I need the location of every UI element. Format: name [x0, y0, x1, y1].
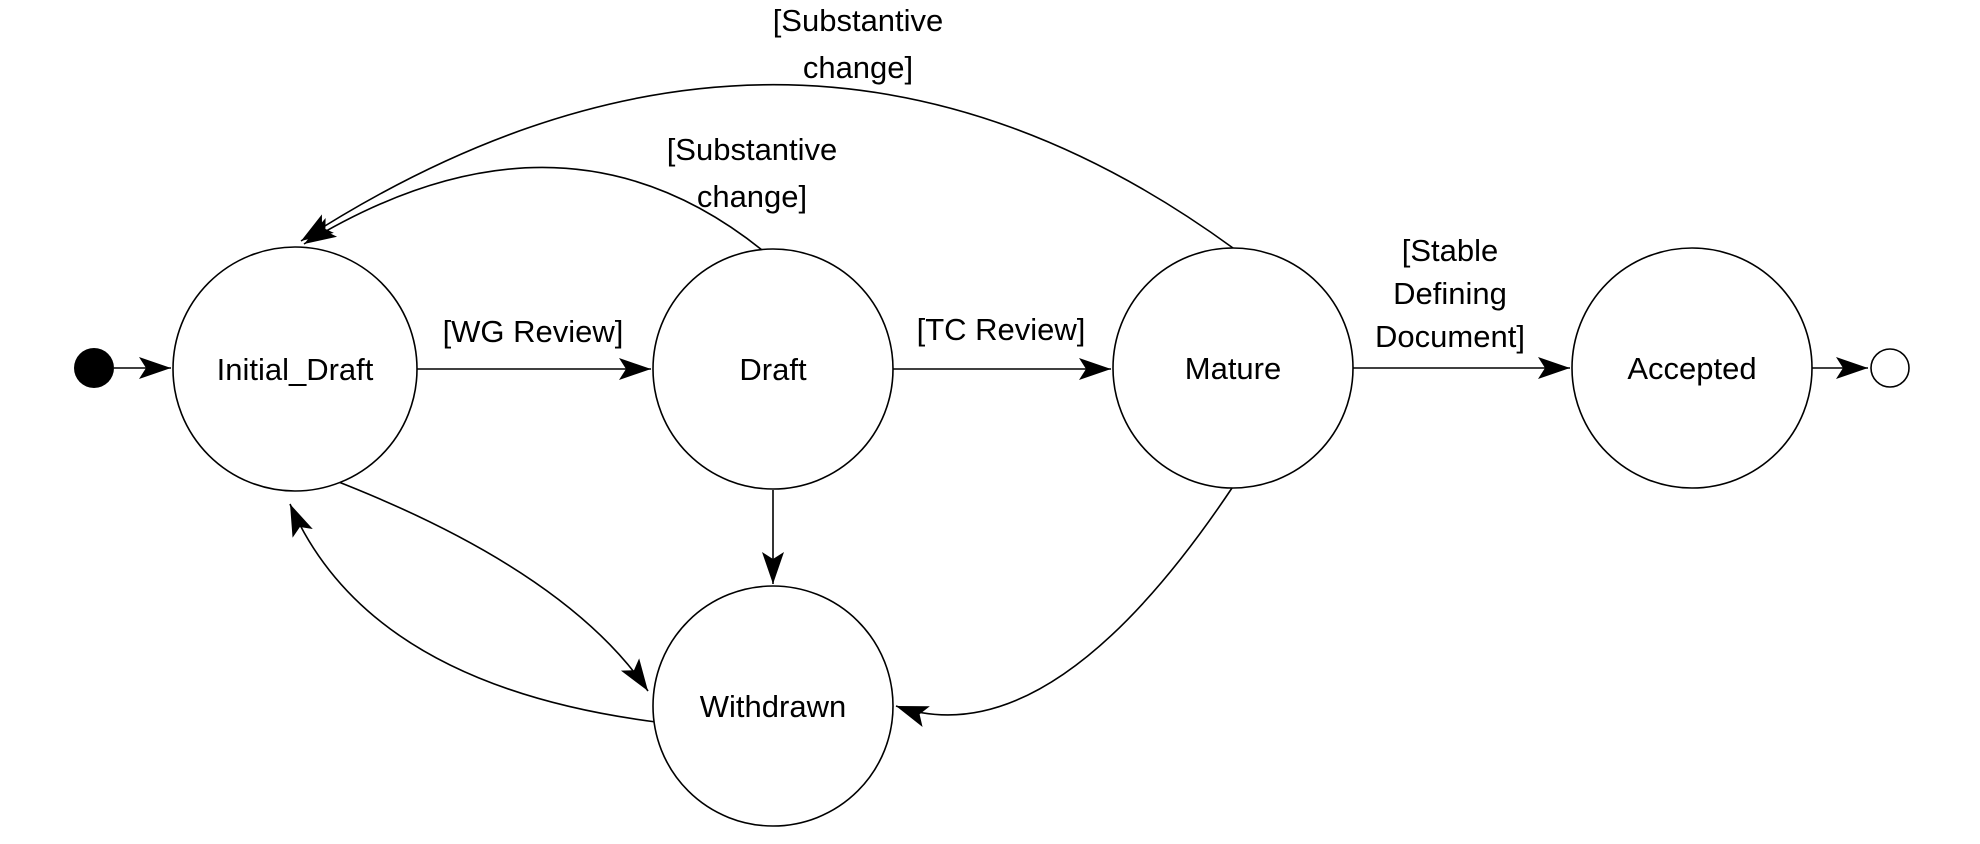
stable-label-line1: [Stable — [1402, 233, 1499, 268]
substantive-draft-line1: [Substantive — [667, 132, 838, 167]
state-label-initial-draft: Initial_Draft — [217, 352, 374, 387]
state-accepted: Accepted — [1571, 247, 1813, 489]
transition-label-tc-review: [TC Review] — [917, 312, 1086, 347]
state-label-mature: Mature — [1185, 351, 1281, 386]
state-circle-withdrawn — [652, 585, 894, 827]
transition-mature-to-initial-draft — [300, 83, 1234, 249]
initial-state-node — [74, 348, 114, 388]
state-label-withdrawn: Withdrawn — [700, 689, 846, 724]
transition-label-wg-review: [WG Review] — [443, 314, 624, 349]
state-label-accepted: Accepted — [1627, 351, 1756, 386]
transition-initial-draft-to-withdrawn — [330, 478, 649, 692]
state-circle-draft — [652, 248, 894, 490]
stable-label-line2: Defining — [1393, 276, 1507, 311]
state-draft: Draft — [652, 248, 894, 490]
substantive-draft-line2: change] — [697, 179, 807, 214]
substantive-mature-line2: change] — [803, 50, 913, 85]
state-initial-draft: Initial_Draft — [172, 246, 418, 492]
transition-draft-to-initial-draft — [303, 166, 763, 251]
transition-label-substantive-change-mature: [Substantive change] — [773, 3, 944, 85]
stable-label-line3: Document] — [1375, 319, 1525, 354]
state-withdrawn: Withdrawn — [652, 585, 894, 827]
final-state-node — [1870, 348, 1910, 388]
state-circle-accepted — [1571, 247, 1813, 489]
substantive-mature-line1: [Substantive — [773, 3, 944, 38]
transition-withdrawn-to-initial-draft — [289, 503, 657, 723]
transition-label-substantive-change-draft: [Substantive change] — [667, 132, 838, 214]
state-mature: Mature — [1112, 247, 1354, 489]
state-label-draft: Draft — [739, 352, 807, 387]
state-circle-mature — [1112, 247, 1354, 489]
transition-label-stable-defining-document: [Stable Defining Document] — [1375, 233, 1525, 354]
state-circle-initial-draft — [172, 246, 418, 492]
transition-mature-to-withdrawn — [895, 487, 1233, 727]
